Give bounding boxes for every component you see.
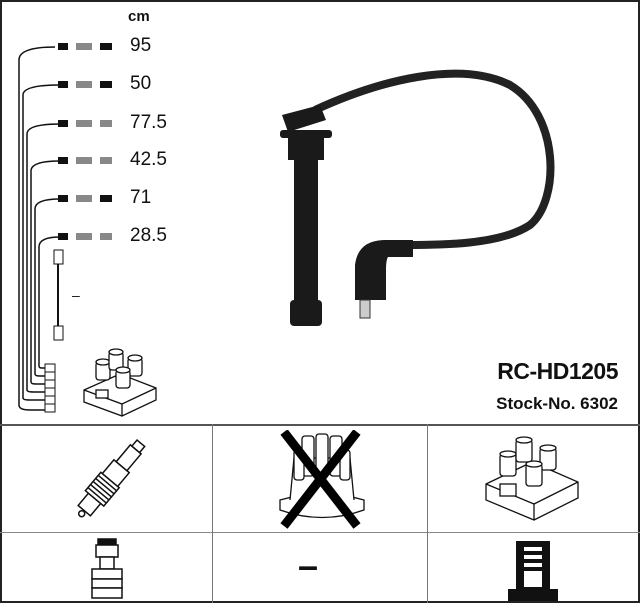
unit-label: cm [128,8,150,25]
divider [212,424,213,603]
distributor-cap-icon [279,430,365,529]
ignition-cable-photo-icon [280,69,555,326]
ignition-coil-icon [485,436,579,521]
cable-schematic-icon [18,43,112,413]
coil-terminal-icon [508,541,558,601]
not-applicable-cross-icon [280,430,361,529]
cable-length-5: 71 [130,187,152,208]
coil-lead-label: – [72,287,80,303]
plug-terminal-icon [91,538,123,599]
divider [0,532,640,533]
divider [0,424,640,426]
product-code: RC-HD1205 [497,358,618,384]
stock-number: Stock-No. 6302 [496,394,618,413]
spark-plug-icon [77,438,146,518]
distributor-connector-label: – [298,545,319,586]
cable-length-6: 28.5 [130,225,167,246]
ignition-coil-icon [83,348,157,417]
cable-length-2: 50 [130,73,152,94]
cable-length-1: 95 [130,35,152,56]
divider [427,424,428,603]
cable-length-4: 42.5 [130,149,167,170]
cable-length-3: 77.5 [130,112,167,133]
